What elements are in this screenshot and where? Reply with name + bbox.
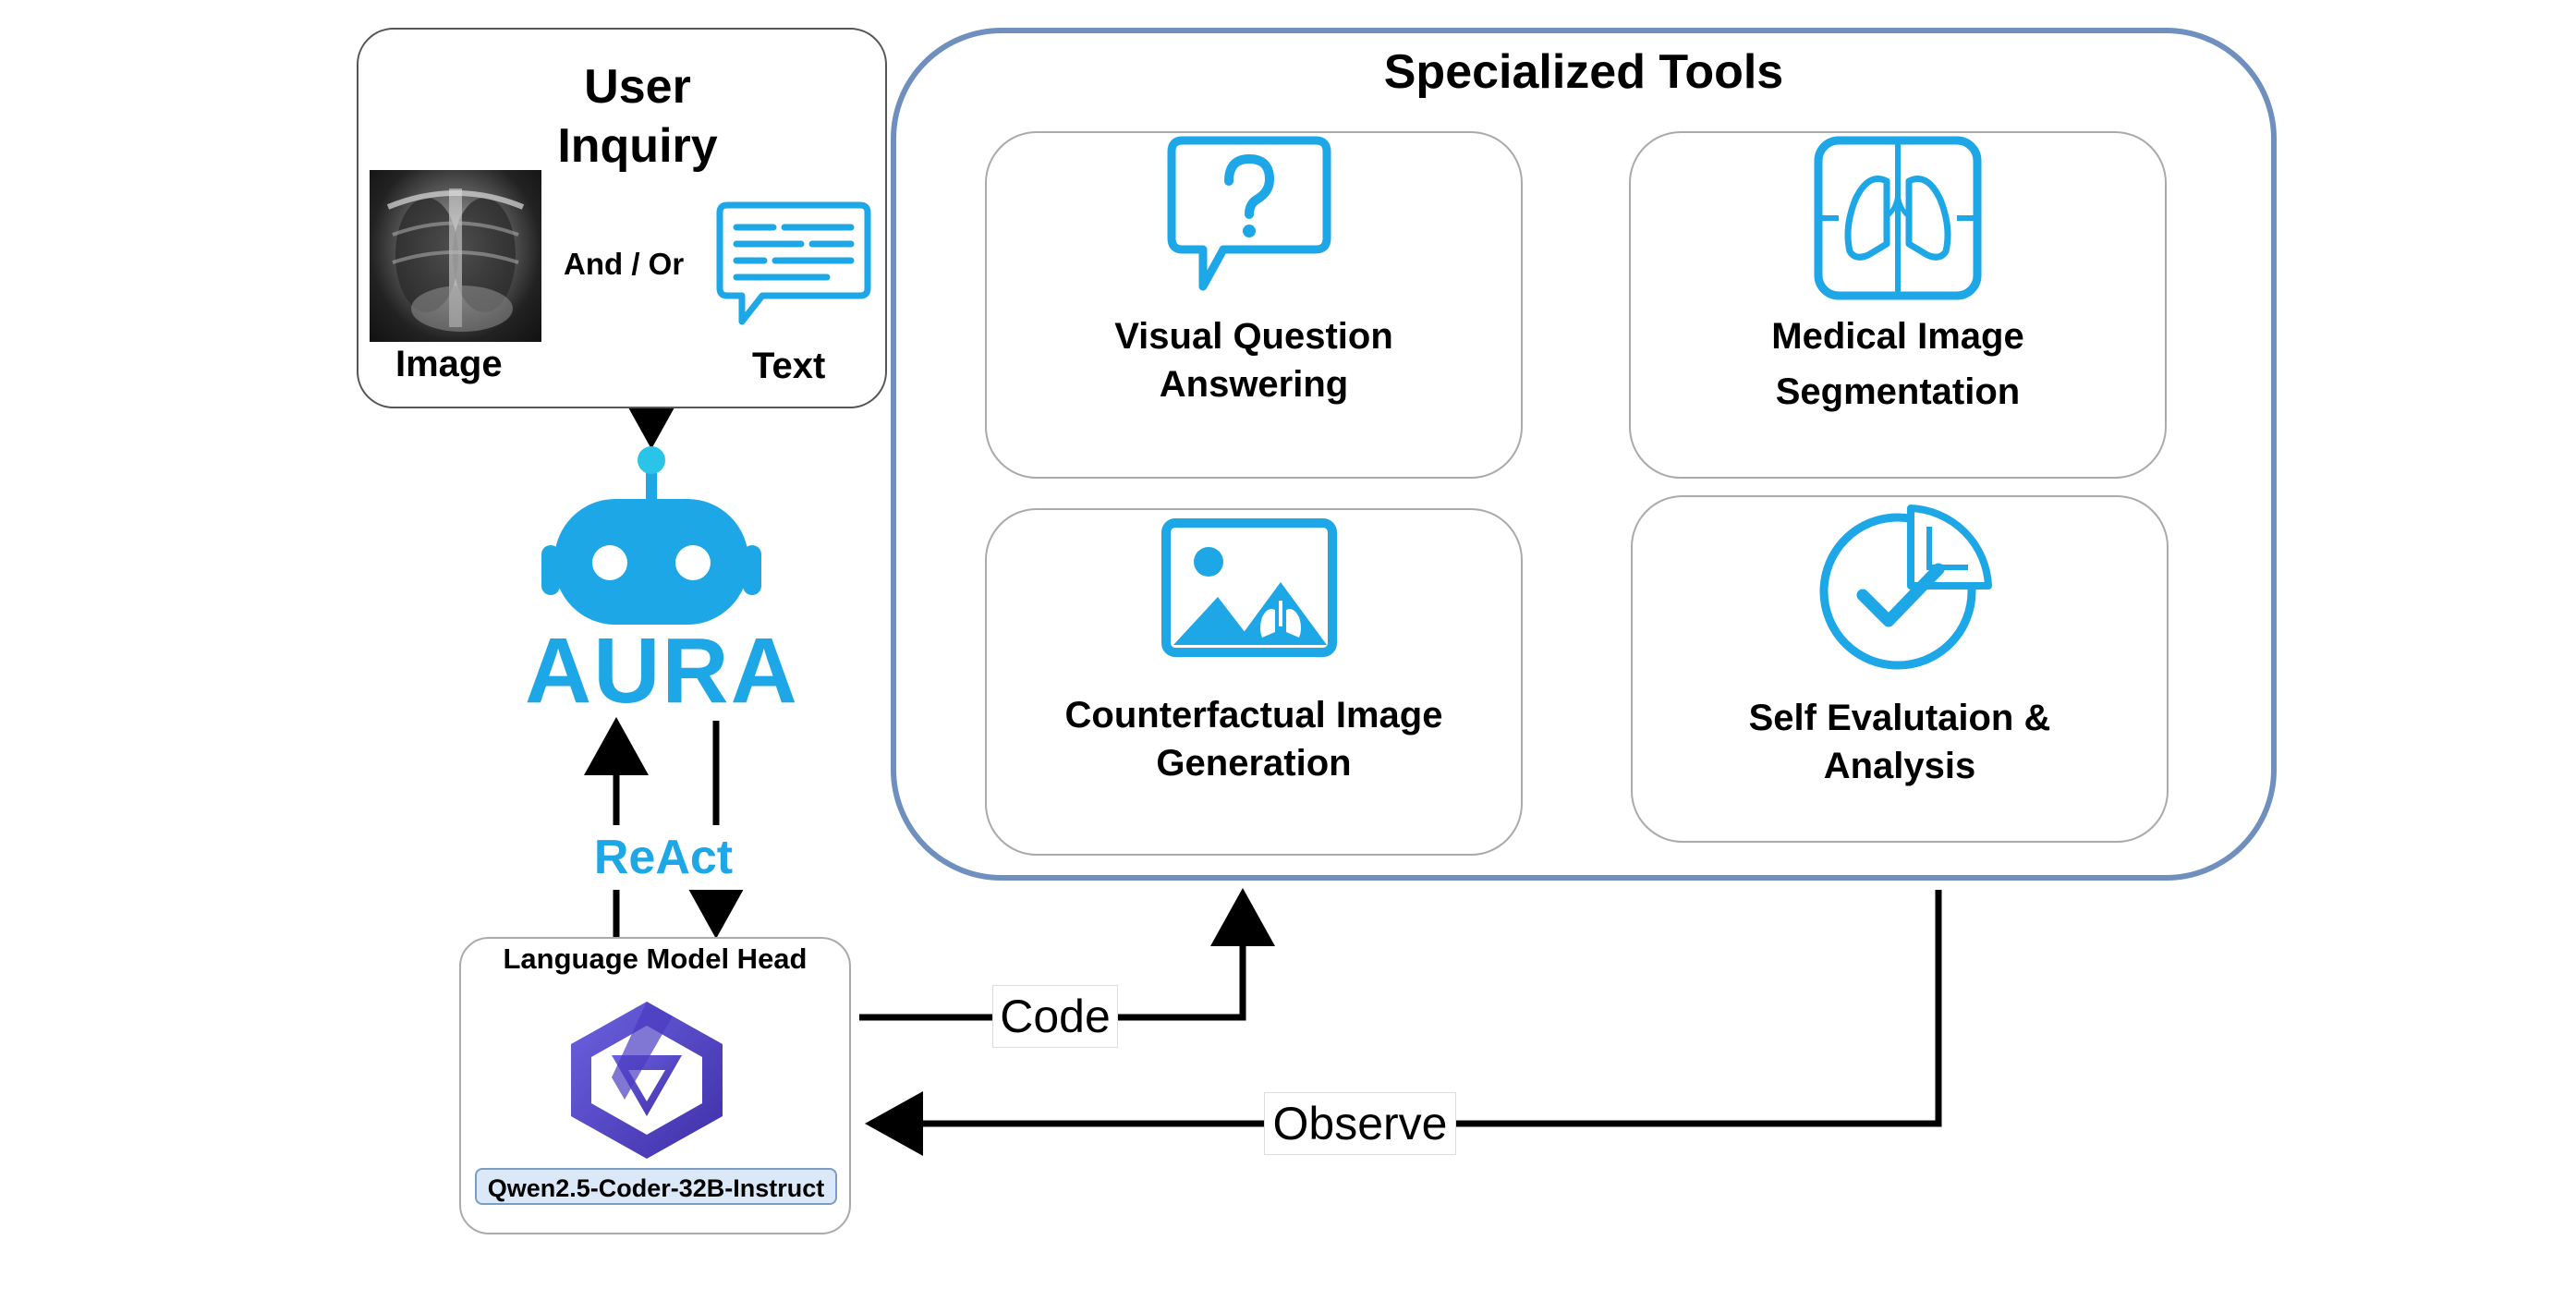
react-label: ReAct: [578, 825, 748, 890]
user-inquiry-title-line1: User: [584, 60, 691, 114]
tool-self-evaluation-line1: Self Evalutaion &: [1748, 698, 2051, 738]
tool-segmentation-label: Medical Image Segmentation: [1629, 309, 2167, 419]
lm-head-title: Language Model Head: [503, 942, 808, 975]
tool-segmentation-line2: Segmentation: [1775, 371, 2021, 412]
text-chat-icon: [716, 201, 871, 325]
xray-image: [370, 170, 541, 342]
lung-scan-icon: [1814, 136, 1982, 300]
tool-self-evaluation-label: Self Evalutaion & Analysis: [1631, 694, 2169, 790]
code-edge-label: Code: [992, 985, 1118, 1048]
tool-counterfactual-label: Counterfactual Image Generation: [985, 691, 1523, 787]
image-label: Image: [395, 344, 503, 384]
tool-vqa-line2: Answering: [1159, 364, 1349, 405]
tool-self-evaluation-line2: Analysis: [1823, 746, 1976, 786]
qwen-logo-icon: [571, 1002, 723, 1159]
and-or-label: And / Or: [564, 247, 685, 281]
image-lung-icon: [1161, 518, 1337, 657]
tool-counterfactual-line1: Counterfactual Image: [1064, 695, 1443, 736]
question-bubble-icon: [1167, 136, 1331, 291]
tool-vqa-label: Visual Question Answering: [985, 312, 1523, 408]
tool-segmentation-line1: Medical Image: [1771, 316, 2024, 357]
model-name-badge: Qwen2.5-Coder-32B-Instruct: [475, 1168, 837, 1205]
user-inquiry-title-line2: Inquiry: [557, 119, 718, 173]
arrow-observe: [865, 890, 1942, 1156]
observe-edge-label: Observe: [1264, 1092, 1456, 1155]
aura-label: AURA: [525, 619, 799, 723]
robot-icon: [541, 446, 761, 625]
text-label: Text: [752, 346, 826, 386]
arrow-code: [859, 888, 1275, 1021]
tool-counterfactual-line2: Generation: [1156, 743, 1352, 784]
tool-vqa-line1: Visual Question: [1114, 316, 1393, 357]
user-inquiry-title: User Inquiry: [517, 57, 758, 176]
specialized-tools-title: Specialized Tools: [1383, 45, 1784, 99]
pie-check-icon: [1819, 505, 1992, 670]
